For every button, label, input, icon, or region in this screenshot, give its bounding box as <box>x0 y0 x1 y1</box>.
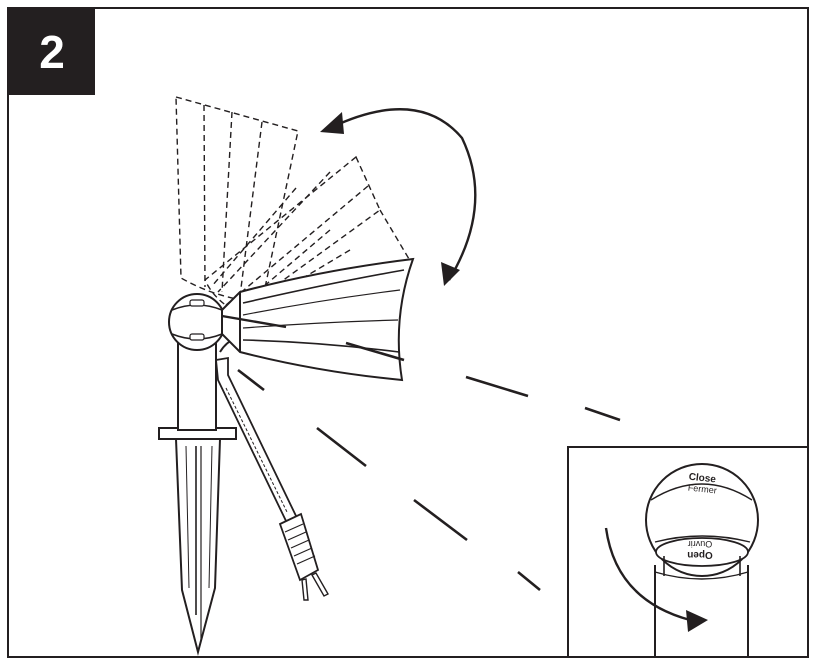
label-fermer: Fermer <box>687 483 717 496</box>
light-beam <box>237 341 621 592</box>
step-number: 2 <box>39 26 65 78</box>
step-number-badge: 2 <box>9 9 95 95</box>
tilt-arrow-head-bottom <box>441 262 460 286</box>
label-close: Close <box>688 472 717 486</box>
outer-frame <box>7 7 809 658</box>
plug-prong-right <box>311 572 329 597</box>
rotate-arrow-head <box>686 610 708 632</box>
tilt-arrow-icon <box>329 108 477 281</box>
lamp-head <box>221 257 415 382</box>
plug-prong-left <box>301 578 309 601</box>
power-cord <box>215 337 329 601</box>
inset-labels: Close Fermer Open Ouvrir <box>687 472 717 560</box>
ground-stake <box>158 427 237 656</box>
rotate-arrow-icon <box>604 527 691 622</box>
plug-body <box>278 512 320 582</box>
swivel-knuckle <box>168 293 226 351</box>
label-ouvrir: Ouvrir <box>688 539 713 549</box>
label-open: Open <box>687 549 713 560</box>
detail-inset <box>567 446 809 658</box>
ghost-head-upright <box>175 96 299 303</box>
tilt-arrow-head-top <box>320 112 344 134</box>
